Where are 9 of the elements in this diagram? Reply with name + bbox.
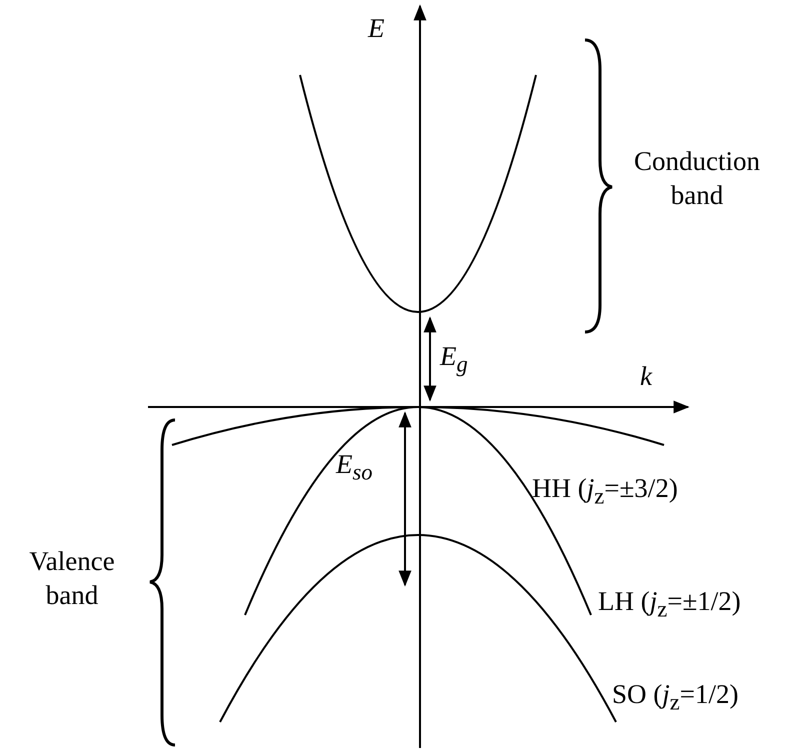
band-label: LH (j$_{z}$=±1/2) xyxy=(598,585,741,624)
band-label: Conduction band xyxy=(633,145,761,212)
axis-label: E xyxy=(368,12,384,45)
axis-label: E$_{g}$ xyxy=(440,340,468,378)
band-label: HH (j$_{z}$=±3/2) xyxy=(532,472,678,510)
axis-label: E$_{so}$ xyxy=(336,448,373,486)
band-label: Valence band xyxy=(28,545,116,612)
band-label: SO (j$_{z}$=1/2) xyxy=(612,678,739,716)
axis-label: k xyxy=(640,360,652,393)
